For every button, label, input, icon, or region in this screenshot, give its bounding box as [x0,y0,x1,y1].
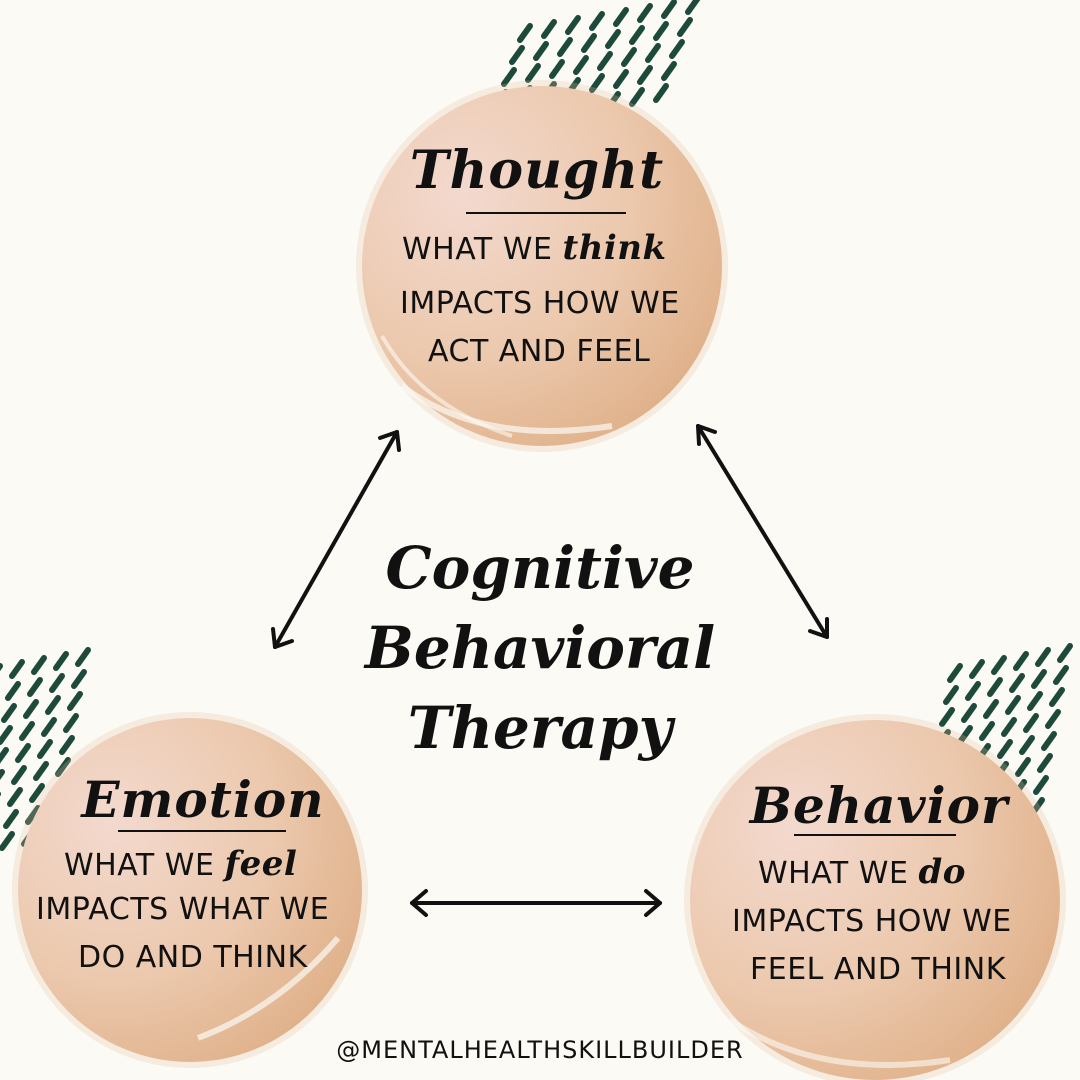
thought-line1-text: WHAT WE [402,232,563,267]
emotion-title: Emotion [81,770,325,829]
arrowhead-behavior [808,617,829,639]
arrowhead-thought-right [696,424,717,446]
brush-texture [728,1017,951,1068]
thought-line1: WHAT WE think [402,228,667,268]
arrow-thought-emotion [273,430,399,649]
arrow-thought-behavior [696,424,829,639]
behavior-line1-text: WHAT WE [758,856,919,891]
thought-line3: ACT AND FEEL [428,334,651,369]
emotion-emphasis: feel [224,844,298,884]
behavior-line2: IMPACTS HOW WE [732,904,1012,939]
arrowhead-left [410,889,428,917]
arrowhead-emotion [271,627,294,649]
emotion-line1: WHAT WE feel [64,844,297,884]
thought-underline [466,212,626,214]
brush-texture [196,936,341,1041]
arrowhead-right [644,889,662,917]
thought-circle [362,86,722,446]
behavior-line3: FEEL AND THINK [750,952,1006,987]
brush-texture [380,335,613,438]
emotion-line1-text: WHAT WE [64,848,225,883]
emotion-circle [18,718,362,1062]
emotion-line2: IMPACTS WHAT WE [36,892,330,927]
emotion-line3: DO AND THINK [78,940,308,975]
thought-line2: IMPACTS HOW WE [400,286,680,321]
behavior-underline [794,834,956,836]
thought-title: Thought [409,140,665,201]
center-title-line1: Cognitive [385,534,695,602]
center-title-line3: Therapy [407,694,673,762]
footer-handle: @MENTALHEALTHSKILLBUILDER [336,1036,744,1064]
behavior-circle [690,720,1060,1080]
center-title-line2: Behavioral [364,614,716,682]
arrowhead-thought [378,430,401,452]
behavior-emphasis: do [918,852,966,892]
thought-emphasis: think [562,228,667,268]
behavior-line1: WHAT WE do [758,852,966,892]
behavior-title: Behavior [749,776,1009,835]
emotion-underline [118,830,286,832]
